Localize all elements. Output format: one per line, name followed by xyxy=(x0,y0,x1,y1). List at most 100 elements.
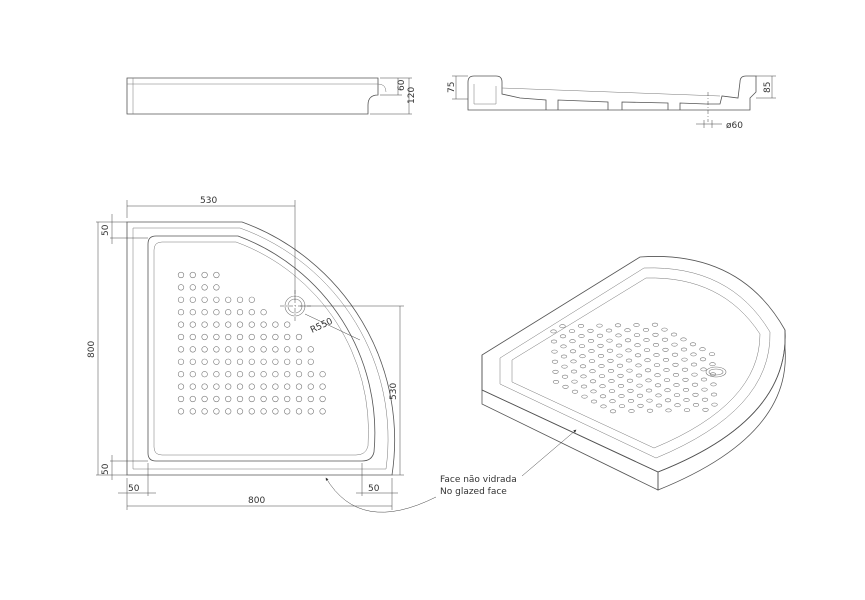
dimple xyxy=(177,284,185,291)
iso-dimple xyxy=(701,397,709,402)
iso-dimple xyxy=(663,378,671,383)
iso-dimple xyxy=(561,364,568,369)
dimple xyxy=(272,358,279,365)
dimple xyxy=(284,321,291,328)
dimple xyxy=(260,395,267,403)
dim-total-height: 800 xyxy=(87,341,97,358)
iso-dimple xyxy=(587,338,595,343)
iso-dimple xyxy=(683,398,690,402)
dimple xyxy=(248,309,255,316)
iso-dimple xyxy=(605,328,613,333)
iso-dimple xyxy=(598,364,605,368)
dimple xyxy=(213,296,220,303)
dimple xyxy=(189,333,196,341)
dim-side-120: 120 xyxy=(407,87,417,104)
iso-dimple xyxy=(663,368,670,372)
iso-dimple xyxy=(587,328,594,333)
iso-dimple xyxy=(643,338,650,342)
dimple xyxy=(225,395,232,403)
dimple xyxy=(319,383,326,390)
dimple xyxy=(307,408,314,415)
iso-dimple xyxy=(608,379,615,383)
iso-dimple xyxy=(628,409,635,413)
iso-dimple xyxy=(617,373,624,378)
dim-bottom-margin: 50 xyxy=(101,463,111,475)
iso-dimple xyxy=(625,348,632,353)
dimple xyxy=(189,371,196,378)
dimple xyxy=(248,383,255,390)
plan-view: R550 530 800 50 50 530 50 50 xyxy=(87,196,404,510)
dimple xyxy=(248,333,255,341)
iso-dimple xyxy=(689,342,697,347)
iso-dimple xyxy=(615,333,622,338)
iso-dimple xyxy=(672,372,680,377)
dimple xyxy=(177,383,185,390)
iso-dimple xyxy=(634,353,642,358)
iso-dimple xyxy=(681,357,688,362)
iso-dimple xyxy=(606,338,613,343)
iso-dimple xyxy=(626,378,634,383)
iso-dimple xyxy=(644,358,651,363)
iso-dimple xyxy=(670,332,678,337)
side-elevation: 60 120 xyxy=(126,77,417,115)
dimple xyxy=(236,383,244,390)
iso-dimple xyxy=(597,343,604,348)
dimple xyxy=(236,358,244,365)
iso-dimple xyxy=(699,357,707,362)
iso-dimple xyxy=(625,358,633,363)
dimple xyxy=(272,321,279,328)
dimple xyxy=(284,383,291,390)
dimple xyxy=(272,333,279,341)
dim-section-85: 85 xyxy=(763,82,773,93)
dimple xyxy=(272,395,279,403)
iso-dimple xyxy=(600,404,607,409)
dimple xyxy=(248,371,255,378)
iso-dimple xyxy=(662,357,670,362)
dim-top-margin: 50 xyxy=(101,224,111,236)
dimple xyxy=(260,358,267,365)
dimple xyxy=(307,358,314,365)
iso-dimple xyxy=(671,342,678,347)
iso-dimple xyxy=(617,383,625,388)
dimple xyxy=(177,296,185,303)
dimple xyxy=(213,271,220,279)
iso-dimple xyxy=(581,394,588,399)
dimple xyxy=(260,309,267,316)
dim-radius: R550 xyxy=(309,317,335,336)
dimple xyxy=(284,371,291,378)
dim-drain-diameter: ø60 xyxy=(726,121,743,131)
dimple xyxy=(260,333,267,341)
dimple xyxy=(236,333,244,341)
iso-dimple xyxy=(607,368,615,373)
iso-dimple xyxy=(673,393,681,398)
iso-dimple xyxy=(711,402,718,407)
iso-dimple xyxy=(598,374,606,379)
isometric-view xyxy=(481,256,786,491)
dimple xyxy=(213,395,220,403)
dimple xyxy=(201,284,208,291)
dimple xyxy=(177,309,185,316)
dimple xyxy=(236,321,244,328)
dimple xyxy=(272,371,279,378)
dimple xyxy=(201,371,208,378)
iso-dimple xyxy=(588,349,595,353)
dimple xyxy=(189,321,196,328)
dimple xyxy=(248,346,255,353)
iso-dimple xyxy=(661,327,668,332)
iso-dimple xyxy=(682,387,690,392)
iso-dimple xyxy=(616,363,624,368)
dimple xyxy=(284,358,291,365)
iso-dimple xyxy=(673,383,680,387)
iso-dimple xyxy=(637,403,644,408)
iso-dimple xyxy=(618,404,626,409)
iso-dimple xyxy=(577,323,585,328)
dimple xyxy=(225,333,232,341)
iso-dimple xyxy=(708,352,716,357)
iso-dimple xyxy=(636,393,644,398)
iso-dimple xyxy=(682,377,689,382)
iso-drainage-dimples xyxy=(550,322,718,414)
iso-dimple xyxy=(644,368,652,373)
iso-dimple xyxy=(634,343,641,348)
iso-dimple xyxy=(552,369,559,374)
